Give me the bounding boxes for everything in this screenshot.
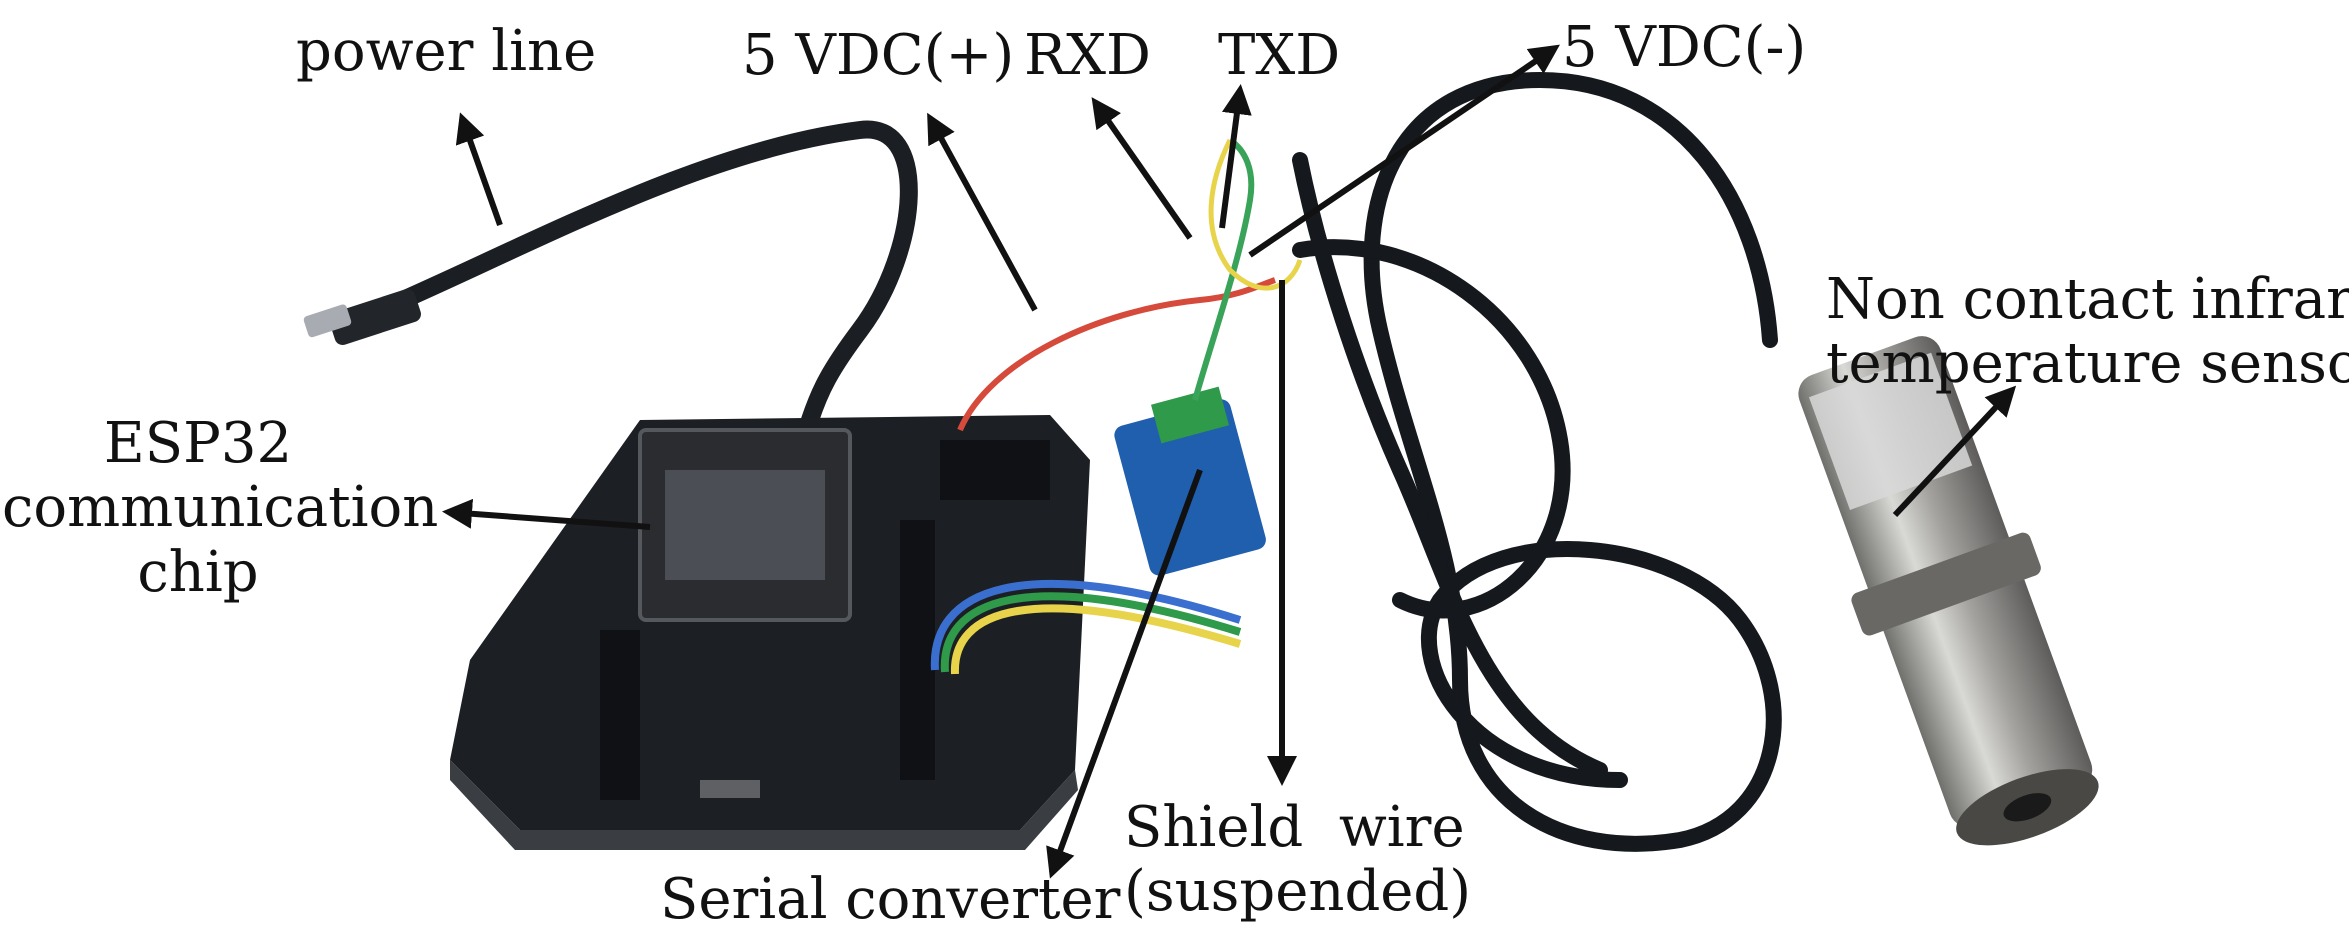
label-sensor-line2: temperature sensor: [1826, 331, 2349, 397]
green-txd-wire: [1192, 137, 1255, 401]
label-rxd: RXD: [1024, 23, 1151, 88]
label-esp32-line2: communication: [2, 475, 439, 541]
usb-power-cable: [303, 120, 918, 429]
label-txd: TXD: [1218, 23, 1341, 88]
label-5vdc-plus: 5 VDC(+): [742, 23, 1015, 88]
label-5vdc-minus: 5 VDC(-): [1562, 15, 1807, 80]
label-shield-line2: (suspended): [1124, 859, 1472, 925]
label-esp32-line3: chip: [137, 539, 259, 605]
label-sensor-line1: Non contact infrared: [1826, 267, 2349, 332]
sensor-cable-coil: [1292, 71, 1782, 852]
ribbon-cable: [930, 580, 1242, 675]
label-serial-converter: Serial converter: [660, 867, 1121, 932]
label-power-line: power line: [296, 19, 597, 84]
label-esp32-line1: ESP32: [103, 411, 293, 476]
red-5vdc-wire: [957, 277, 1276, 432]
label-esp32-chip: ESP32 communication chip: [2, 411, 439, 605]
annotation-arrows: [442, 44, 2017, 879]
infrared-sensor: [1798, 336, 2099, 846]
label-shield-wire: Shield wire (suspended): [1124, 795, 1472, 925]
label-shield-line1: Shield wire: [1124, 795, 1465, 860]
serial-converter-module: [1114, 386, 1266, 576]
label-infrared-sensor: Non contact infrared temperature sensor: [1826, 267, 2349, 397]
esp32-board: [450, 415, 1090, 850]
